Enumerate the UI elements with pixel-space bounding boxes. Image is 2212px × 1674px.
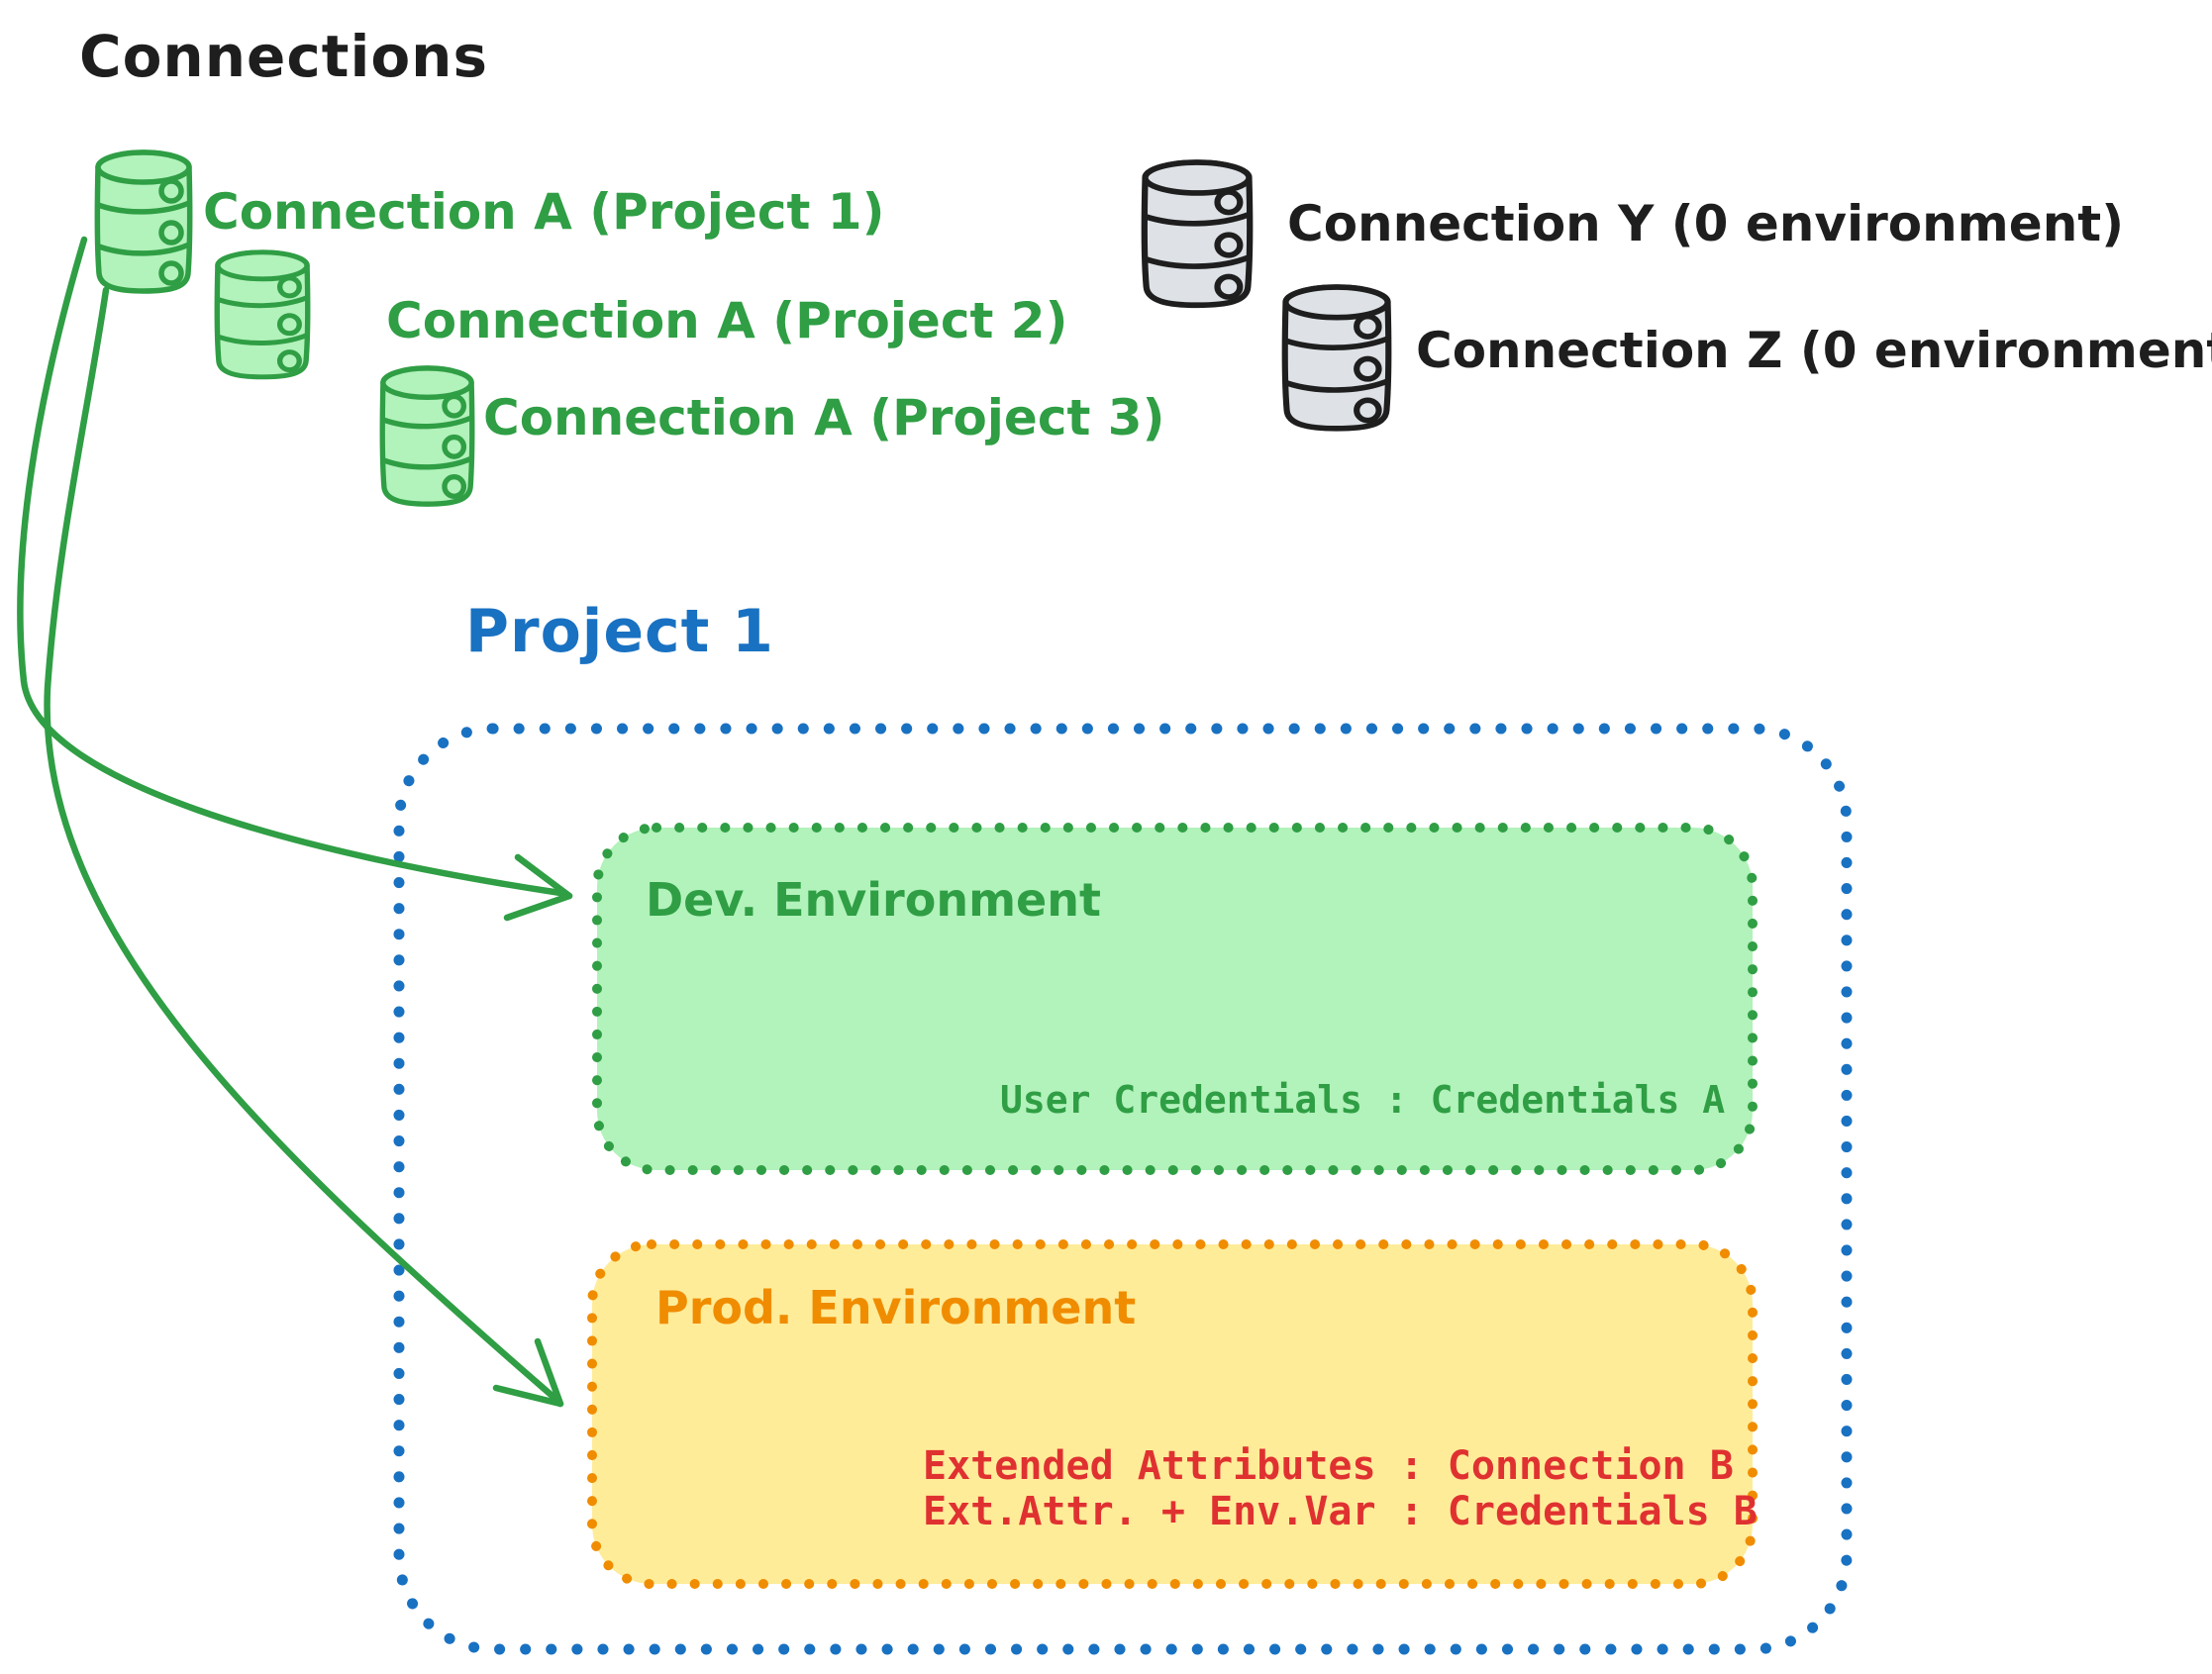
arrow-connection-a-to-prod-environment <box>44 286 564 1408</box>
prod-environment-mapping-line-2: Ext.Attr. + Env.Var : Credentials B <box>923 1489 1758 1534</box>
dev-environment-title: Dev. Environment <box>646 873 1101 927</box>
prod-environment-mapping-line-1: Extended Attributes : Connection B <box>923 1443 1734 1489</box>
project-1-container-box <box>393 723 1853 1655</box>
connection-y-label: Connection Y (0 environment) <box>1287 195 2125 252</box>
dev-environment-box <box>592 823 1758 1175</box>
arrow-connection-a-to-dev-environment <box>17 236 573 922</box>
connection-a-project-1-label: Connection A (Project 1) <box>203 183 885 241</box>
dev-environment-credentials-mapping: User Credentials : Credentials A <box>1000 1078 1726 1122</box>
project-1-title: Project 1 <box>465 597 774 666</box>
diagram-title: Connections <box>79 23 488 90</box>
database-icon-connection-z <box>1285 287 1389 429</box>
prod-environment-title: Prod. Environment <box>655 1281 1137 1334</box>
database-icon-connection-a-project-1 <box>97 152 189 291</box>
connection-a-project-3-label: Connection A (Project 3) <box>483 389 1165 446</box>
database-icon-connection-a-project-2 <box>217 252 307 377</box>
prod-environment-box <box>587 1239 1758 1589</box>
database-icon-connection-y <box>1145 162 1250 305</box>
connection-a-project-2-label: Connection A (Project 2) <box>386 292 1068 349</box>
connection-z-label: Connection Z (0 environment) <box>1416 322 2212 379</box>
database-icon-connection-a-project-3 <box>382 368 472 504</box>
